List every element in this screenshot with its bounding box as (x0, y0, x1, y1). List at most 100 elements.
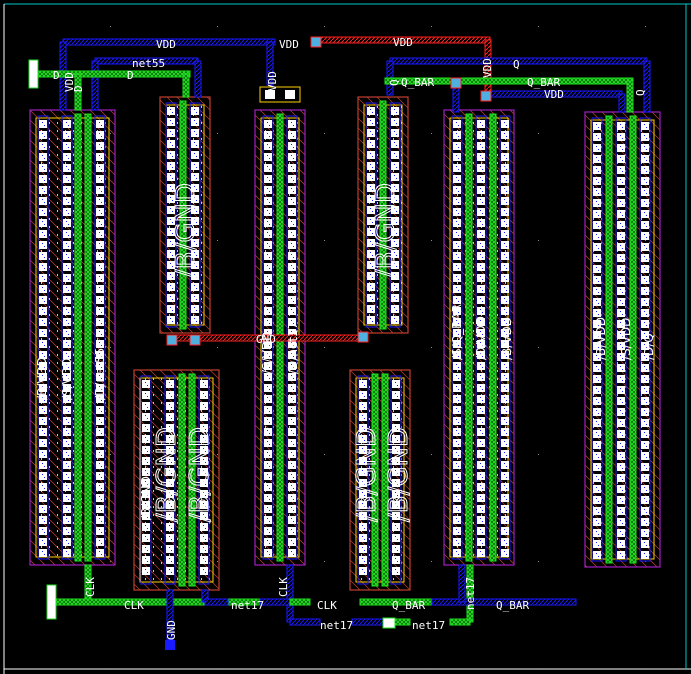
contact-dot (370, 241, 371, 242)
contact (264, 164, 272, 172)
contact-dot (196, 299, 197, 300)
contact-dot (99, 496, 100, 497)
contact (477, 120, 485, 128)
contact-dot (480, 221, 481, 222)
contact-dot (480, 199, 481, 200)
contact (167, 272, 175, 280)
contact (641, 265, 649, 273)
contact-dot (394, 241, 395, 242)
contact-dot (644, 377, 645, 378)
contact-dot (170, 120, 171, 121)
contact-dot (44, 543, 45, 544)
contact-dot (269, 235, 270, 236)
contact-dot (42, 122, 43, 123)
contact (63, 197, 71, 205)
contact-dot (99, 452, 100, 453)
contact (392, 567, 400, 575)
contact-dot (145, 547, 146, 548)
contact (367, 305, 375, 313)
contact-dot (504, 320, 505, 321)
contact-dot (506, 202, 507, 203)
contact (501, 219, 509, 227)
contact (264, 483, 272, 491)
contact-dot (394, 274, 395, 275)
contact-dot (196, 321, 197, 322)
contact-dot (293, 367, 294, 368)
contact-dot (480, 419, 481, 420)
contact (641, 276, 649, 284)
label-gnd-mid: GND (256, 333, 276, 346)
contact-dot (101, 235, 102, 236)
contact-dot (646, 281, 647, 282)
contact (142, 523, 150, 531)
contact-dot (456, 463, 457, 464)
contact-dot (598, 402, 599, 403)
contact (359, 479, 367, 487)
contact (191, 294, 199, 302)
contact-dot (646, 182, 647, 183)
contact (359, 380, 367, 388)
contact (166, 534, 174, 542)
contact (39, 428, 47, 436)
contact-dot (372, 321, 373, 322)
contact-dot (42, 188, 43, 189)
contact-dot (395, 536, 396, 537)
contact-dot (644, 146, 645, 147)
contact-dot (68, 488, 69, 489)
contact (617, 287, 625, 295)
contact (142, 446, 150, 454)
metal1-strip (94, 115, 106, 560)
contact-dot (644, 465, 645, 466)
contact (617, 364, 625, 372)
contact (288, 175, 296, 183)
contact-dot (480, 276, 481, 277)
contact (288, 527, 296, 535)
contact (359, 391, 367, 399)
term-nmos-bottom-a-b3: /B/GND (185, 427, 215, 522)
contact-dot (291, 298, 292, 299)
contact-dot (194, 208, 195, 209)
contact (392, 490, 400, 498)
contact-dot (596, 399, 597, 400)
contact (391, 195, 399, 203)
contact-dot (44, 499, 45, 500)
contact-dot (504, 199, 505, 200)
contact-dot (458, 422, 459, 423)
contact (617, 298, 625, 306)
pin-net17 (382, 617, 396, 629)
poly-gate (489, 113, 497, 562)
contact-dot (482, 455, 483, 456)
contact (392, 468, 400, 476)
contact (63, 142, 71, 150)
labels-layer: VDD VDD VDD net55 D D Q Q_BAR Q_BAR VDD … (35, 36, 656, 640)
device-nmos-top-b (357, 96, 409, 334)
contact (166, 501, 174, 509)
label-clk-vert-left: CLK (84, 577, 97, 597)
contact-dot (99, 551, 100, 552)
contact-dot (644, 124, 645, 125)
contact-dot (205, 462, 206, 463)
contact-dot (646, 424, 647, 425)
contact-dot (68, 334, 69, 335)
contact-dot (269, 279, 270, 280)
contact-dot (372, 310, 373, 311)
contact-dot (194, 131, 195, 132)
contact-dot (644, 344, 645, 345)
contact (367, 272, 375, 280)
contact (477, 197, 485, 205)
contact (191, 217, 199, 225)
contact-dot (291, 529, 292, 530)
contact (617, 375, 625, 383)
contact (617, 463, 625, 471)
contact-dot (99, 276, 100, 277)
contact-dot (598, 215, 599, 216)
contact (142, 512, 150, 520)
contact-dot (293, 235, 294, 236)
contact (288, 131, 296, 139)
contact-dot (101, 532, 102, 533)
contact-dot (66, 430, 67, 431)
contact-dot (480, 331, 481, 332)
metal1-strip (451, 115, 463, 560)
contact (359, 534, 367, 542)
